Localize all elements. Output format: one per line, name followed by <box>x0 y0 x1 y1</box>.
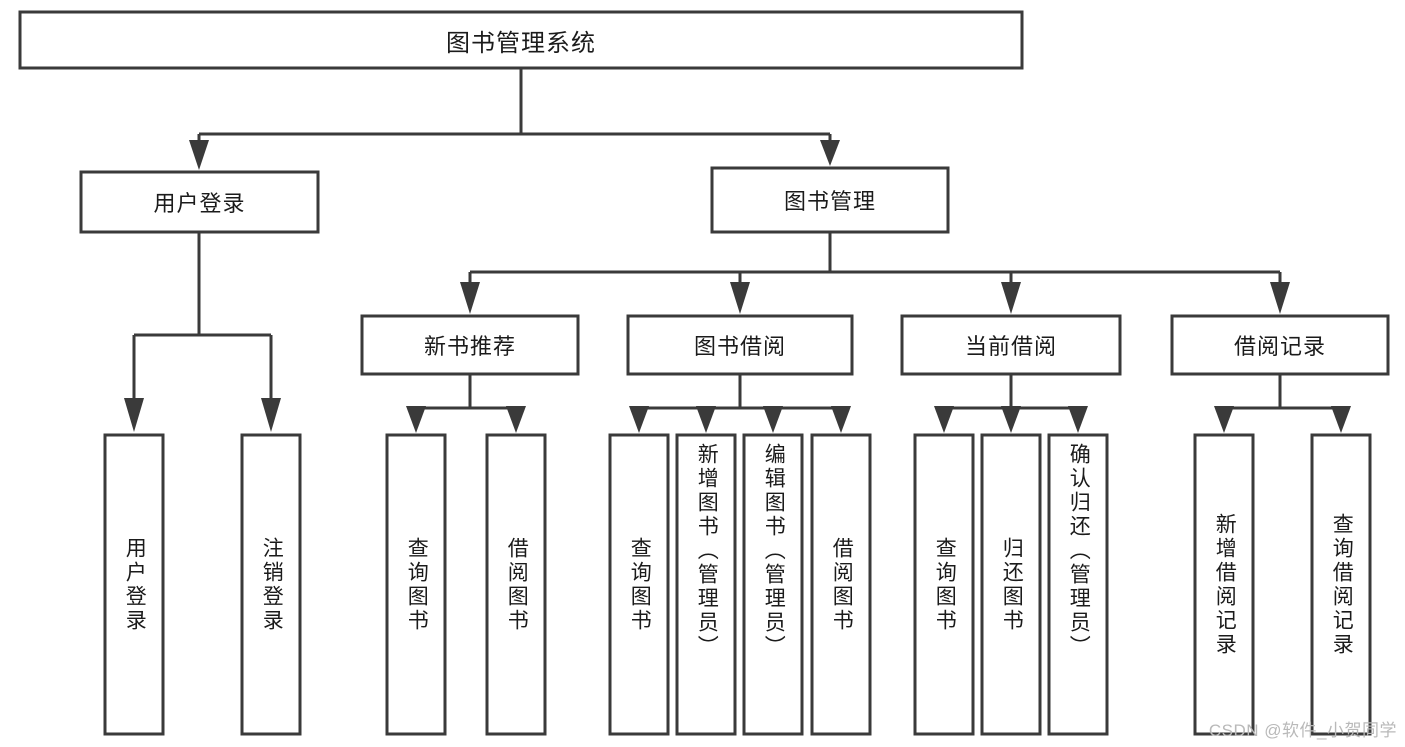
arrow-head-leaf-query-record <box>1331 406 1351 433</box>
arrow-head-new-book-rec <box>460 282 480 314</box>
node-box-leaf-borrow-book-1[interactable] <box>485 433 547 736</box>
node-box-leaf-add-book[interactable] <box>675 433 737 736</box>
arrow-head-borrow-record <box>1270 282 1290 314</box>
node-box-group <box>18 10 1390 736</box>
arrow-head-leaf-edit-book <box>763 406 783 433</box>
node-box-leaf-confirm-return[interactable] <box>1047 433 1109 736</box>
arrow-head-leaf-query-book-3 <box>934 406 954 433</box>
node-box-user-login[interactable] <box>79 170 320 234</box>
node-box-leaf-user-logout[interactable] <box>240 433 302 736</box>
arrow-head-book-borrow <box>730 282 750 314</box>
arrow-head-current-borrow <box>1001 282 1021 314</box>
node-box-borrow-record[interactable] <box>1170 314 1390 376</box>
arrow-head-leaf-return-book <box>1001 406 1021 433</box>
arrow-head-leaf-query-book-1 <box>406 406 426 433</box>
arrow-head-leaf-user-logout <box>261 398 281 432</box>
node-box-current-borrow[interactable] <box>900 314 1122 376</box>
node-box-leaf-query-book-3[interactable] <box>913 433 975 736</box>
arrow-head-leaf-add-book <box>696 406 716 433</box>
watermark-text: CSDN @软件_小贺同学 <box>1208 721 1397 740</box>
node-box-book-manage[interactable] <box>710 166 950 234</box>
node-box-new-book-rec[interactable] <box>360 314 580 376</box>
node-box-leaf-query-record[interactable] <box>1310 433 1372 736</box>
arrow-head-leaf-user-login <box>124 398 144 432</box>
node-box-leaf-add-record[interactable] <box>1193 433 1255 736</box>
node-box-book-borrow[interactable] <box>626 314 854 376</box>
arrow-head-leaf-confirm-return <box>1068 406 1088 433</box>
node-box-leaf-query-book-1[interactable] <box>385 433 447 736</box>
arrow-head-leaf-borrow-book-2 <box>831 406 851 433</box>
node-box-leaf-user-login[interactable] <box>103 433 165 736</box>
arrow-head-user-login <box>189 140 209 170</box>
node-box-leaf-return-book[interactable] <box>980 433 1042 736</box>
arrow-head-leaf-borrow-book-1 <box>506 406 526 433</box>
arrow-head-book-manage <box>820 140 840 166</box>
node-box-leaf-edit-book[interactable] <box>742 433 804 736</box>
arrow-head-leaf-add-record <box>1214 406 1234 433</box>
node-box-root[interactable] <box>18 10 1024 70</box>
node-box-leaf-borrow-book-2[interactable] <box>810 433 872 736</box>
node-box-leaf-query-book-2[interactable] <box>608 433 670 736</box>
arrow-head-leaf-query-book-2 <box>629 406 649 433</box>
connector-group <box>124 68 1351 433</box>
